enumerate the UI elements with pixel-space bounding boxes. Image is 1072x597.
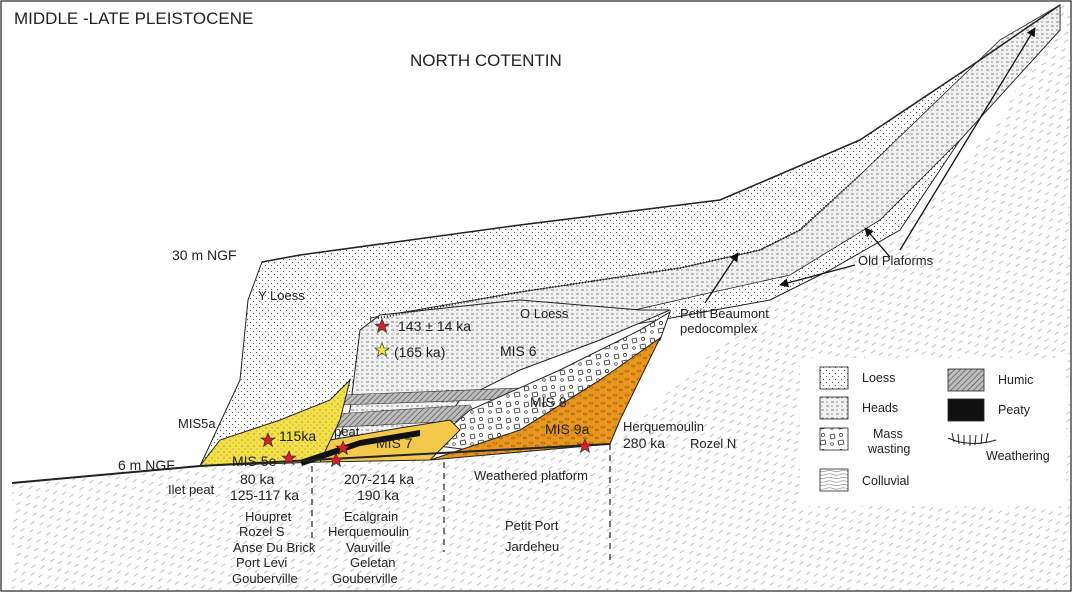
date-star-mis9a <box>577 438 593 454</box>
region-label: NORTH COTENTIN <box>410 51 562 70</box>
arrow-old-platform-2 <box>779 264 856 288</box>
arrow-petit-beaumont <box>704 252 739 304</box>
legend-swatch-mass-wasting <box>819 427 849 451</box>
site-g2-1: Herquemoulin <box>328 524 409 539</box>
peat-layer <box>300 430 420 466</box>
mis7-label: MIS 7 <box>376 435 413 451</box>
legend-swatch-humic <box>947 368 985 392</box>
site-group-3: Petit Port Jardeheu <box>505 518 559 554</box>
site-g3-0: Petit Port <box>505 518 559 533</box>
site-g2-2: Vauville <box>346 540 391 555</box>
elevation-30m: 30 m NGF <box>172 247 237 263</box>
legend-peaty: Peaty <box>998 403 1031 417</box>
old-platforms-label: Old Plaforms <box>858 253 934 268</box>
site-group-1: Houpret Rozel S Anse Du Brick Port Levi … <box>232 509 316 586</box>
date-star-143 <box>374 318 390 334</box>
site-g1-1: Rozel S <box>239 524 285 539</box>
site-group-2: Ecalgrain Herquemoulin Vauville Geletan … <box>328 509 409 586</box>
upper-surface <box>261 4 1061 263</box>
site-g1-4: Gouberville <box>232 571 298 586</box>
site-rozel-n: Rozel N <box>690 436 736 451</box>
legend-heads: Heads <box>862 401 898 415</box>
ilet-peat-label: Ilet peat <box>168 482 215 497</box>
peat-label: peat <box>334 424 360 439</box>
weathered-platform-label: Weathered platform <box>474 468 588 483</box>
o-loess-label: O Loess <box>520 306 569 321</box>
arrow-uphill <box>899 27 1036 251</box>
date-star-115 <box>260 432 276 448</box>
legend-swatch-peaty <box>947 398 985 422</box>
platform-line <box>11 443 611 484</box>
legend-swatch-heads <box>819 396 849 420</box>
age-115: 115ka <box>279 428 316 444</box>
site-herquemoulin-top: Herquemoulin <box>623 419 704 434</box>
site-g1-2: Anse Du Brick <box>233 540 316 555</box>
date-star-peat <box>335 440 351 456</box>
site-g2-4: Gouberville <box>332 571 398 586</box>
mis9a-body <box>429 336 662 461</box>
legend-swatch-colluvial <box>819 468 849 492</box>
mis6-label: MIS 6 <box>500 343 537 359</box>
legend-swatch-loess <box>819 366 849 390</box>
age-207: 207-214 ka <box>344 471 414 487</box>
mis5e-label: MIS 5e <box>232 453 277 469</box>
arrow-old-platform-1 <box>864 227 891 258</box>
site-g2-0: Ecalgrain <box>344 509 398 524</box>
petit-beaumont-label-1: Petit Beaumont <box>680 306 769 321</box>
site-g1-0: Houpret <box>245 509 292 524</box>
mis8-label: MIS 8 <box>530 394 567 410</box>
legend-humic: Humic <box>998 373 1033 387</box>
weathering-horizon <box>377 174 861 319</box>
age-280: 280 ka <box>623 435 665 451</box>
petit-beaumont-label-2: pedocomplex <box>680 321 758 336</box>
figure-title: MIDDLE -LATE PLEISTOCENE <box>14 9 253 28</box>
legend-mass-2: wasting <box>867 442 910 456</box>
legend-colluvial: Colluvial <box>862 474 909 488</box>
legend-weathering: Weathering <box>986 449 1050 463</box>
date-star-165 <box>374 342 390 358</box>
lower-bedrock <box>12 495 700 590</box>
date-star-5e <box>281 450 297 466</box>
age-165: (165 ka) <box>394 344 445 360</box>
age-80: 80 ka <box>240 471 274 487</box>
age-190: 190 ka <box>357 487 399 503</box>
site-g3-1: Jardeheu <box>505 539 559 554</box>
mis9a-label: MIS 9a <box>545 421 590 437</box>
date-star-mis7 <box>328 452 344 468</box>
legend: Loess Heads Mass wasting Colluvial Humic… <box>800 358 1066 506</box>
legend-mass-1: Mass <box>873 427 903 441</box>
elevation-6m: 6 m NGF <box>118 457 175 473</box>
age-143: 143 ± 14 ka <box>398 318 471 334</box>
legend-loess: Loess <box>862 371 895 385</box>
mis5a-label: MIS5a <box>178 416 216 431</box>
legend-swatch-weathering <box>947 432 997 446</box>
y-loess-label: Y Loess <box>258 288 305 303</box>
site-g2-3: Geletan <box>350 555 396 570</box>
age-125: 125-117 ka <box>230 487 299 503</box>
site-g1-3: Port Levi <box>236 555 287 570</box>
